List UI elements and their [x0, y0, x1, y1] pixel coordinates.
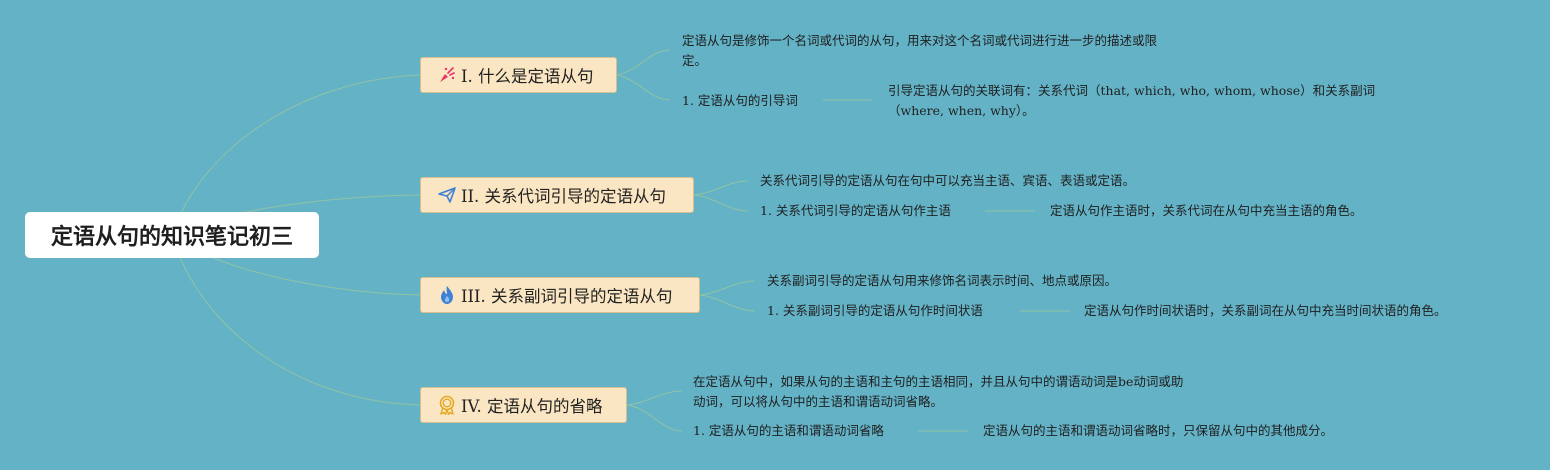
branch-3-subtopic-detail[interactable]: 定语从句作时间状语时，关系副词在从句中充当时间状语的角色。 [1084, 303, 1447, 318]
branch-topic-1[interactable]: I. 什么是定语从句 [420, 57, 617, 93]
connector-b1-desc [616, 49, 671, 76]
branch-2-subtopic[interactable]: 1. 关系代词引导的定语从句作主语 [760, 203, 951, 218]
branch-1-subtopic-detail[interactable]: 引导定语从句的关联词有：关系代词（that, which, who, whom,… [888, 83, 1376, 118]
branch-3-subtopic[interactable]: 1. 关系副词引导的定语从句作时间状语 [767, 303, 983, 318]
branch-1-subtopic[interactable]: 1. 定语从句的引导词 [682, 93, 798, 108]
connector-b3-desc [699, 280, 756, 296]
branch-2-description[interactable]: 关系代词引导的定语从句在句中可以充当主语、宾语、表语或定语。 [760, 173, 1136, 188]
branch-topic-3-title: III. 关系副词引导的定语从句 [461, 287, 673, 306]
branch-4-subtopic-detail[interactable]: 定语从句的主语和谓语动词省略时，只保留从句中的其他成分。 [983, 423, 1334, 438]
connector-b2-desc [693, 180, 749, 196]
branch-topic-1-title: I. 什么是定语从句 [461, 67, 594, 86]
party-popper-icon [437, 65, 457, 85]
branch-topic-4-title: IV. 定语从句的省略 [461, 397, 603, 416]
award-medal-icon [437, 395, 457, 415]
branch-2-subtopic-detail[interactable]: 定语从句作主语时，关系代词在从句中充当主语的角色。 [1050, 203, 1363, 218]
connector-b1-sub [616, 74, 671, 101]
paper-plane-icon [437, 185, 457, 205]
connector-root-branch-1 [171, 74, 421, 236]
connector-root-branch-4 [171, 234, 421, 406]
branch-1-description[interactable]: 定语从句是修饰一个名词或代词的从句，用来对这个名词或代词进行进一步的描述或限定。 [682, 33, 1158, 68]
connector-b4-sub [626, 404, 683, 432]
connector-b4-desc [626, 390, 683, 406]
branch-topic-2[interactable]: II. 关系代词引导的定语从句 [420, 177, 694, 213]
branch-3-description[interactable]: 关系副词引导的定语从句用来修饰名词表示时间、地点或原因。 [767, 273, 1118, 288]
branch-4-description[interactable]: 在定语从句中，如果从句的主语和主句的主语相同，并且从句中的谓语动词是be动词或助… [693, 374, 1184, 409]
branch-topic-2-title: II. 关系代词引导的定语从句 [461, 187, 667, 206]
branch-4-subtopic[interactable]: 1. 定语从句的主语和谓语动词省略 [693, 423, 884, 438]
root-topic-title: 定语从句的知识笔记初三 [50, 225, 293, 250]
branch-topic-4[interactable]: IV. 定语从句的省略 [420, 387, 627, 423]
branch-topic-3[interactable]: III. 关系副词引导的定语从句 [420, 277, 700, 313]
connector-b2-sub [693, 194, 749, 212]
connector-b3-sub [699, 294, 756, 312]
root-topic[interactable]: 定语从句的知识笔记初三 [25, 212, 319, 258]
fire-icon [437, 285, 457, 305]
